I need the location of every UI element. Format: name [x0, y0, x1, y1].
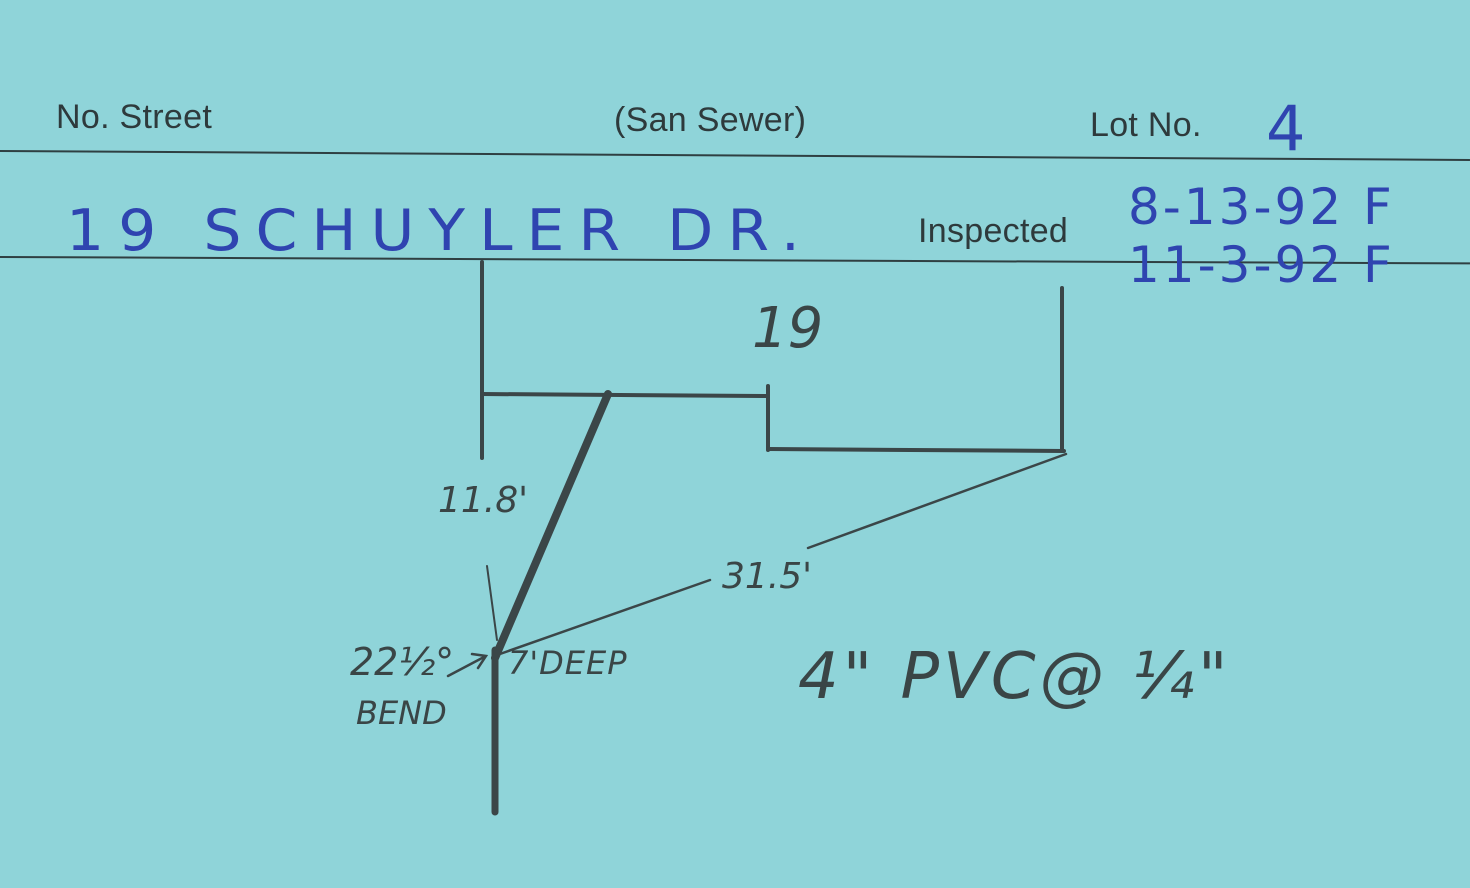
inspection-date-2: 11-3-92 F: [1128, 236, 1395, 294]
bend-angle-label: 22½°: [350, 640, 455, 684]
bend-label: BEND: [356, 694, 447, 732]
address-value: 19 SCHUYLER DR.: [66, 197, 815, 265]
lot-value: 4: [1266, 92, 1306, 165]
inspection-date-1: 8-13-92 F: [1128, 178, 1395, 236]
street-label: No. Street: [56, 98, 213, 136]
tie-line-upper: [806, 452, 1068, 550]
house-wall-front-left: [480, 392, 770, 398]
lot-label: Lot No.: [1090, 106, 1202, 144]
sewer-type-label: (San Sewer): [614, 101, 807, 139]
tie-line-lower: [495, 578, 712, 657]
dimension-1-label: 11.8': [438, 480, 529, 521]
depth-note: 7'DEEP: [508, 644, 628, 682]
pipe-spec: 4" PVC@ ¼": [798, 640, 1232, 714]
inspected-label: Inspected: [918, 212, 1069, 250]
reference-tick: [486, 565, 498, 641]
dimension-2-label: 31.5': [722, 556, 813, 597]
house-wall-front-right: [766, 447, 1066, 453]
bend-arrow-shaft: [446, 655, 486, 678]
house-number: 19: [752, 296, 824, 361]
sewer-line-from-house: [491, 390, 612, 662]
bend-arrow-head: [470, 652, 489, 670]
